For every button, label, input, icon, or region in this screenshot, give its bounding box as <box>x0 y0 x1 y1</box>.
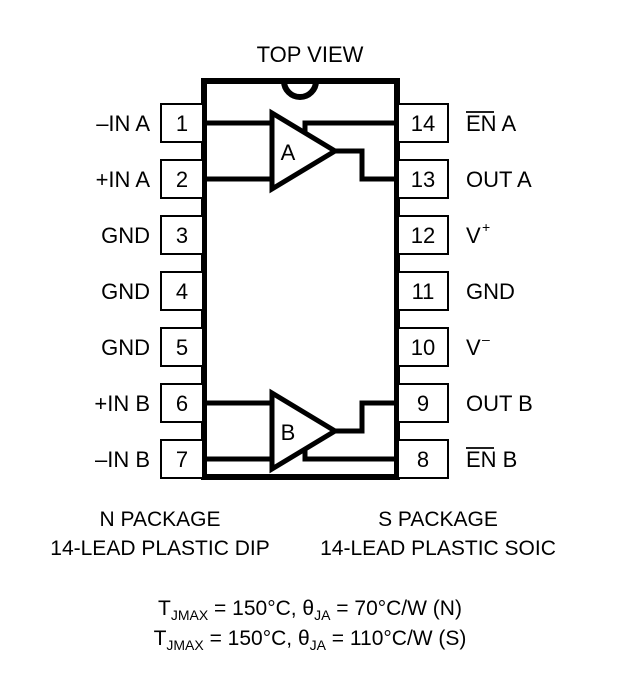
package-notch-icon <box>281 80 319 100</box>
pin-right-12: 12 V + <box>397 215 490 255</box>
pin-number: 11 <box>412 279 435 304</box>
pin-number: 7 <box>176 447 188 472</box>
pin-box <box>397 159 449 199</box>
pin-label: +IN A <box>96 167 151 192</box>
pin-box <box>160 439 204 479</box>
pin-number: 1 <box>176 111 188 136</box>
tjmax-value: = 150°C, <box>208 597 302 620</box>
pin-left-3: 3 GND <box>101 215 204 255</box>
trace-ampB-out-to-pin9 <box>333 400 397 434</box>
pin-number: 12 <box>411 223 435 248</box>
pin-label: –IN A <box>96 111 150 136</box>
amplifier-a-symbol <box>269 108 340 194</box>
tjmax-value: = 150°C, <box>204 627 298 650</box>
pin-box <box>397 215 449 255</box>
pin-box <box>397 271 449 311</box>
pin-left-2: 2 +IN A <box>96 159 204 199</box>
theta-value: = 110°C/W (S) <box>326 627 466 650</box>
package-s-description: 14-LEAD PLASTIC SOIC <box>320 537 556 560</box>
pin-number: 2 <box>176 167 188 192</box>
thermal-spec-line-2: TJMAX = 150°C, θJA = 110°C/W (S) <box>154 627 467 653</box>
pin-label: OUT A <box>466 167 532 192</box>
thermal-spec-line-1: TJMAX = 150°C, θJA = 70°C/W (N) <box>158 597 462 623</box>
amplifier-b-letter: B <box>281 420 296 445</box>
pin-left-6: 6 +IN B <box>94 383 204 423</box>
pin-label: GND <box>101 335 150 360</box>
package-s-name: S PACKAGE <box>378 508 498 531</box>
tjmax-subscript: JMAX <box>166 637 204 653</box>
pin-label: –IN B <box>95 447 150 472</box>
pin-box <box>160 327 204 367</box>
theta-value: = 70°C/W (N) <box>330 597 462 620</box>
pin-left-5: 5 GND <box>101 327 204 367</box>
pin-label: EN A <box>466 111 516 136</box>
pin-number: 13 <box>411 167 435 192</box>
pin-label: GND <box>101 223 150 248</box>
pin-box <box>160 271 204 311</box>
pin-number: 14 <box>411 111 435 136</box>
pin-label: +IN B <box>94 391 150 416</box>
amplifier-a-letter: A <box>281 140 296 165</box>
pin-box <box>160 103 204 143</box>
pin-left-7: 7 –IN B <box>95 439 204 479</box>
pin-label-superscript: – <box>482 331 490 347</box>
pin-number: 9 <box>417 391 429 416</box>
pin-number: 5 <box>176 335 188 360</box>
amplifier-b-symbol <box>269 388 340 474</box>
pin-number: 8 <box>417 447 429 472</box>
pin-label: GND <box>101 279 150 304</box>
trace-pin14-to-ampA-enable <box>302 120 397 140</box>
pin-box <box>397 383 449 423</box>
tjmax-subscript: JMAX <box>171 607 209 623</box>
pin-box <box>397 103 449 143</box>
pin-label: V <box>466 335 481 360</box>
pin-left-4: 4 GND <box>101 271 204 311</box>
package-n-name: N PACKAGE <box>100 508 221 531</box>
pin-right-11: 11 GND <box>397 271 515 311</box>
theta-symbol: θ <box>302 597 314 620</box>
pin-box <box>160 159 204 199</box>
top-view-title: TOP VIEW <box>257 42 364 67</box>
pin-right-10: 10 V – <box>397 327 490 367</box>
pin-label: EN B <box>466 447 517 472</box>
pin-number: 3 <box>176 223 188 248</box>
theta-subscript: JA <box>310 637 327 653</box>
theta-symbol: θ <box>298 627 310 650</box>
pin-number: 10 <box>411 335 435 360</box>
package-n-description: 14-LEAD PLASTIC DIP <box>50 537 269 560</box>
pin-right-13: 13 OUT A <box>397 159 532 199</box>
pin-label: GND <box>466 279 515 304</box>
theta-subscript: JA <box>314 607 331 623</box>
tjmax-symbol: T <box>154 627 167 650</box>
trace-ampA-out-to-pin13 <box>333 148 397 182</box>
trace-pin8-to-ampB-enable <box>302 442 397 462</box>
pin-box <box>160 215 204 255</box>
pin-right-8: 8 EN B <box>397 439 517 479</box>
pin-label: OUT B <box>466 391 533 416</box>
pin-number: 4 <box>176 279 188 304</box>
tjmax-symbol: T <box>158 597 171 620</box>
pin-box <box>160 383 204 423</box>
pin-right-14: 14 EN A <box>397 103 516 143</box>
pin-left-1: 1 –IN A <box>96 103 204 143</box>
pin-label: V <box>466 223 481 248</box>
pin-number: 6 <box>176 391 188 416</box>
pin-label-superscript: + <box>482 219 490 235</box>
pin-right-9: 9 OUT B <box>397 383 533 423</box>
pin-box <box>397 327 449 367</box>
pin-box <box>397 439 449 479</box>
